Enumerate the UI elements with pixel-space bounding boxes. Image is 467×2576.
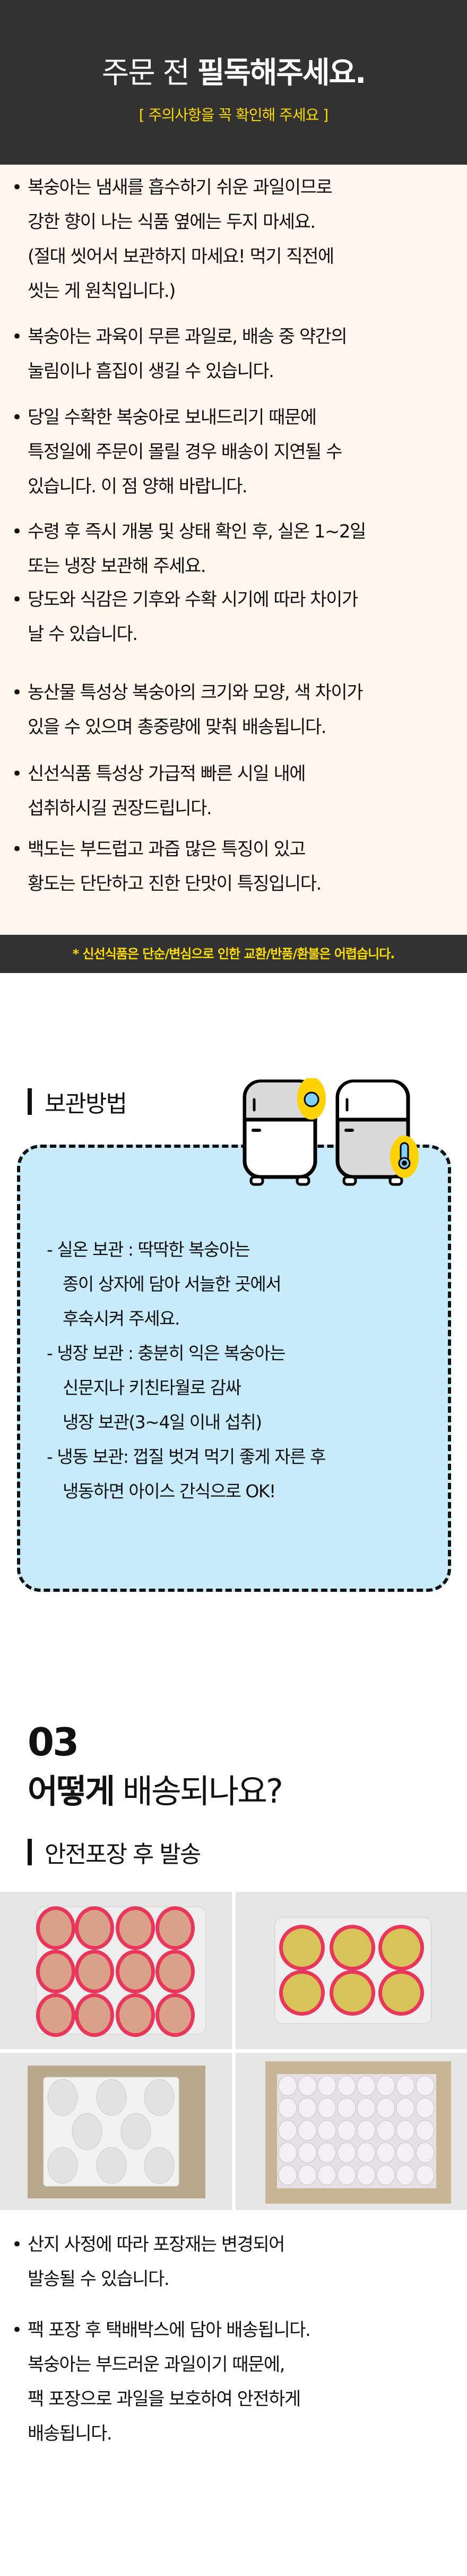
storage-heading: 보관방법 <box>28 1087 127 1118</box>
heading-bar <box>28 1839 32 1865</box>
peach-pack-image <box>274 1917 432 2024</box>
line-text: 당일 수확한 복숭아로 보내드리기 때문에 <box>28 407 317 428</box>
line-text: 팩 포장으로 과일을 보호하여 안전하게 <box>28 2389 301 2410</box>
storage-line: - 냉동 보관: 껍질 벗겨 먹기 좋게 자른 후 <box>47 1446 326 1467</box>
line-text: 씻는 게 원칙입니다.) <box>28 280 176 302</box>
bullet-icon: • <box>12 2234 23 2255</box>
storage-line: 신문지나 키친타월로 감싸 <box>63 1377 241 1398</box>
line-text: 복숭아는 냄새를 흡수하기 쉬운 과일이므로 <box>28 177 333 198</box>
storage-title: 보관방법 <box>45 1090 127 1118</box>
bullet-icon: • <box>12 2319 23 2341</box>
line-text: 농산물 특성상 복숭아의 크기와 모양, 색 차이가 <box>28 682 363 703</box>
shipping-title-bold: 어떻게 <box>28 1772 115 1811</box>
line-text: 복숭아는 부드러운 과일이기 때문에, <box>28 2354 285 2375</box>
fridge-icons <box>243 1078 419 1186</box>
storage-line: 냉장 보관(3~4일 이내 섭취) <box>63 1412 262 1432</box>
page-title: 주문 전 필독해주세요. <box>0 49 467 92</box>
line-text: 특정일에 주문이 몰릴 경우 배송이 지연될 수 <box>28 441 342 463</box>
line-text: 배송됩니다. <box>28 2423 113 2444</box>
line-text: 발송될 수 있습니다. <box>28 2268 170 2290</box>
bullet-icon: • <box>12 177 23 198</box>
photo-air-cushion-box <box>236 2053 467 2210</box>
line-text: (절대 씻어서 보관하지 마세요! 먹기 직전에 <box>28 246 334 267</box>
bullet-icon: • <box>12 407 23 428</box>
line-text: 눌림이나 흠집이 생길 수 있습니다. <box>28 361 274 382</box>
bullet-icon: • <box>12 326 23 347</box>
photo-white-peach-pack <box>0 1892 232 2049</box>
shipping-subheading: 안전포장 후 발송 <box>28 1838 201 1868</box>
line-text: 당도와 식감은 기후와 수확 시기에 따라 차이가 <box>28 589 358 610</box>
line-text: 있을 수 있으며 총중량에 맞춰 배송됩니다. <box>28 716 327 738</box>
line-text: 팩 포장 후 택배박스에 담아 배송됩니다. <box>28 2319 311 2341</box>
storage-line: - 냉장 보관 : 충분히 익은 복숭아는 <box>47 1343 286 1363</box>
line-text: 백도는 부드럽고 과즙 많은 특징이 있고 <box>28 839 306 860</box>
bullet-icon: • <box>12 839 23 860</box>
fridge-icon <box>335 1079 419 1186</box>
bullet-icon: • <box>12 763 23 784</box>
line-text: 섭취하시길 권장드립니다. <box>28 798 212 819</box>
line-text: 신선식품 특성상 가급적 빠른 시일 내에 <box>28 763 306 784</box>
snowflake-icon <box>304 1091 319 1107</box>
bullet-icon: • <box>12 589 23 610</box>
page-subtitle: [ 주의사항을 꼭 확인해 주세요 ] <box>139 106 328 124</box>
shipping-note: •팩 포장 후 택배박스에 담아 배송됩니다. 복숭아는 부드러운 과일이기 때문… <box>0 2313 467 2451</box>
foam-tray-box-image <box>28 2066 205 2198</box>
heading-bar <box>28 1088 32 1115</box>
line-text: 강한 향이 나는 식품 옆에는 두지 마세요. <box>28 211 316 233</box>
storage-line: 종이 상자에 담아 서늘한 곳에서 <box>63 1274 282 1294</box>
storage-line: 후숙시켜 주세요. <box>63 1308 180 1329</box>
photo-yellow-peach-pack <box>236 1892 467 2049</box>
photo-foam-tray-box <box>0 2053 232 2210</box>
storage-box <box>17 1145 451 1592</box>
bullet-icon: • <box>12 521 23 542</box>
line-text: 황도는 단단하고 진한 단맛이 특징입니다. <box>28 873 322 894</box>
line-text: 수령 후 즉시 개봉 및 상태 확인 후, 실온 1~2일 <box>28 521 366 542</box>
section-number: 03 <box>28 1720 79 1764</box>
title-light: 주문 전 <box>101 56 197 90</box>
shipping-subtitle: 안전포장 후 발송 <box>45 1841 201 1868</box>
refund-warning: * 신선식품은 단순/변심으로 인한 교환/반품/환불은 어렵습니다. <box>0 935 467 973</box>
bullet-icon: • <box>12 682 23 703</box>
line-text: 산지 사정에 따라 포장재는 변경되어 <box>28 2234 285 2255</box>
header-banner: 주문 전 필독해주세요. [ 주의사항을 꼭 확인해 주세요 ] <box>0 0 467 165</box>
line-text: 날 수 있습니다. <box>28 624 138 645</box>
line-text: 또는 냉장 보관해 주세요. <box>28 556 206 577</box>
shipping-title-light: 배송되나요? <box>114 1772 283 1811</box>
storage-line: 냉동하면 아이스 간식으로 OK! <box>63 1481 276 1502</box>
air-cushion-box-image <box>265 2061 451 2204</box>
freezer-fridge-icon <box>243 1078 326 1186</box>
title-bold: 필독해주세요. <box>197 56 366 90</box>
line-text: 복숭아는 과육이 무른 과일로, 배송 중 약간의 <box>28 326 348 347</box>
peach-pack-image <box>36 1906 206 2037</box>
thermometer-icon <box>398 1142 411 1170</box>
storage-line: - 실온 보관 : 딱딱한 복숭아는 <box>47 1239 250 1260</box>
line-text: 있습니다. 이 점 양해 바랍니다. <box>28 476 248 497</box>
shipping-title: 어떻게 배송되나요? <box>28 1771 283 1812</box>
